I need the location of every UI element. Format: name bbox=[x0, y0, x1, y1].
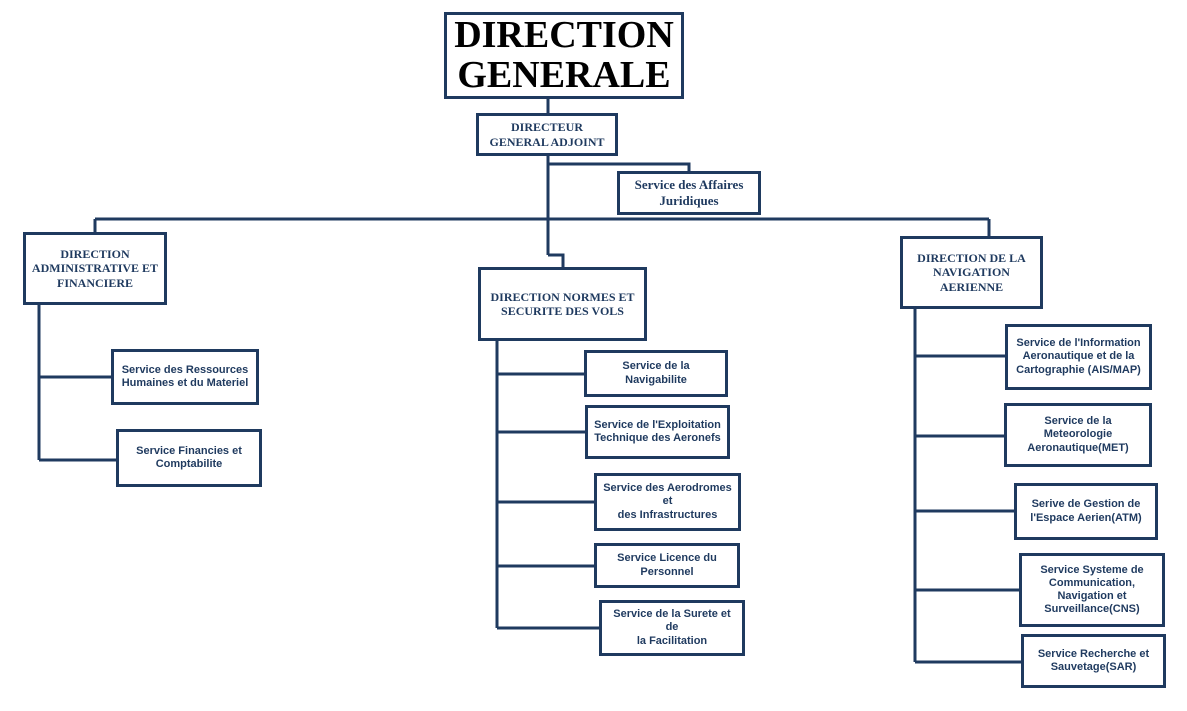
direction-normes-box: DIRECTION NORMES ET SECURITE DES VOLS bbox=[478, 267, 647, 341]
service-aerodromes-box: Service des Aerodromes et des Infrastruc… bbox=[594, 473, 741, 531]
service-meteorologie-label: Service de la Meteorologie Aeronautique(… bbox=[1027, 415, 1129, 454]
service-recherche-sauvetage-label: Service Recherche et Sauvetage(SAR) bbox=[1037, 647, 1150, 673]
service-surete-facilitation-box: Service de la Surete et de la Facilitati… bbox=[599, 600, 745, 656]
service-cns-label: Service Systeme de Communication, Naviga… bbox=[1040, 563, 1144, 616]
service-ressources-humaines-label: Service des Ressources Humaines et du Ma… bbox=[121, 363, 249, 389]
directeur-general-adjoint-label: DIRECTEUR GENERAL ADJOINT bbox=[489, 120, 605, 149]
service-exploitation-technique-label: Service de l'Exploitation Technique des … bbox=[594, 418, 721, 444]
direction-generale-box: DIRECTION GENERALE bbox=[444, 12, 684, 99]
affaires-juridiques-box: Service des Affaires Juridiques bbox=[617, 171, 761, 215]
service-licence-personnel-box: Service Licence du Personnel bbox=[594, 543, 740, 588]
direction-navigation-box: DIRECTION DE LA NAVIGATION AERIENNE bbox=[900, 236, 1043, 309]
service-information-aeronautique-box: Service de l'Information Aeronautique et… bbox=[1005, 324, 1152, 390]
service-gestion-espace-aerien-label: Serive de Gestion de l'Espace Aerien(ATM… bbox=[1030, 498, 1142, 524]
service-meteorologie-box: Service de la Meteorologie Aeronautique(… bbox=[1004, 403, 1152, 467]
direction-normes-label: DIRECTION NORMES ET SECURITE DES VOLS bbox=[490, 289, 635, 318]
service-exploitation-technique-box: Service de l'Exploitation Technique des … bbox=[585, 405, 730, 459]
directeur-general-adjoint-box: DIRECTEUR GENERAL ADJOINT bbox=[476, 113, 618, 156]
direction-administrative-label: DIRECTION ADMINISTRATIVE ET FINANCIERE bbox=[31, 246, 159, 290]
service-navigabilite-label: Service de la Navigabilite bbox=[622, 360, 690, 386]
service-navigabilite-box: Service de la Navigabilite bbox=[584, 350, 728, 397]
affaires-juridiques-label: Service des Affaires Juridiques bbox=[634, 177, 744, 208]
service-recherche-sauvetage-box: Service Recherche et Sauvetage(SAR) bbox=[1021, 634, 1166, 688]
service-gestion-espace-aerien-box: Serive de Gestion de l'Espace Aerien(ATM… bbox=[1014, 483, 1158, 540]
service-information-aeronautique-label: Service de l'Information Aeronautique et… bbox=[1016, 337, 1141, 376]
service-financies-box: Service Financies et Comptabilite bbox=[116, 429, 262, 487]
service-ressources-humaines-box: Service des Ressources Humaines et du Ma… bbox=[111, 349, 259, 405]
direction-navigation-label: DIRECTION DE LA NAVIGATION AERIENNE bbox=[917, 250, 1026, 294]
service-cns-box: Service Systeme de Communication, Naviga… bbox=[1019, 553, 1165, 627]
service-financies-label: Service Financies et Comptabilite bbox=[136, 444, 242, 470]
service-aerodromes-label: Service des Aerodromes et des Infrastruc… bbox=[603, 482, 732, 521]
service-licence-personnel-label: Service Licence du Personnel bbox=[617, 552, 717, 578]
direction-generale-label: DIRECTION GENERALE bbox=[454, 13, 674, 96]
direction-administrative-box: DIRECTION ADMINISTRATIVE ET FINANCIERE bbox=[23, 232, 167, 305]
service-surete-facilitation-label: Service de la Surete et de la Facilitati… bbox=[613, 608, 731, 647]
